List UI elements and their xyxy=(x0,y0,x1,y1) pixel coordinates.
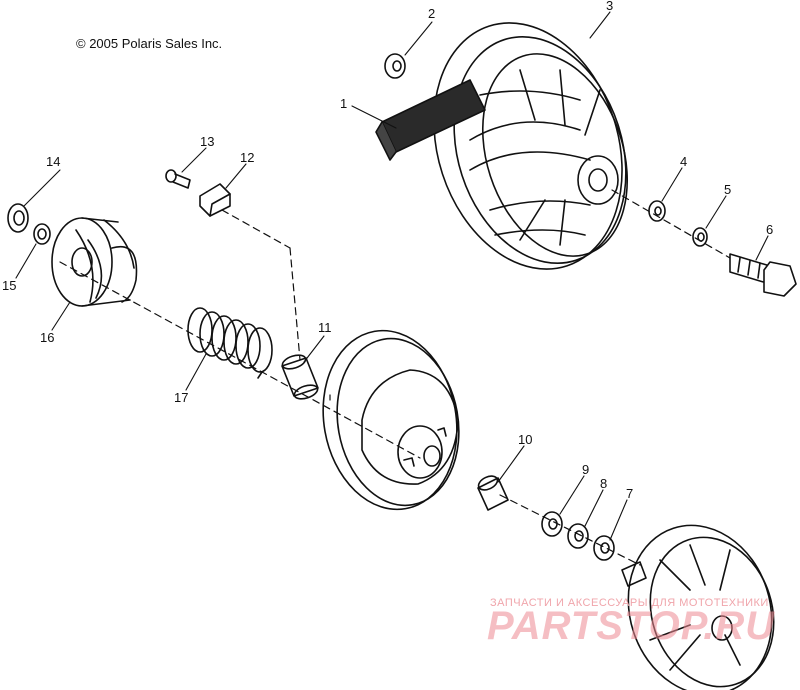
part-15-washer xyxy=(33,223,51,245)
callout-15: 15 xyxy=(2,278,16,293)
part-10-bushing xyxy=(477,475,509,511)
callout-labels: 1 2 3 4 5 6 7 8 9 10 11 12 13 14 15 16 1… xyxy=(2,0,773,501)
callout-12: 12 xyxy=(240,150,254,165)
part-12-ramp xyxy=(199,183,231,217)
callout-17: 17 xyxy=(174,390,188,405)
part-17-spring xyxy=(187,307,273,379)
part-4-washer xyxy=(648,200,666,222)
callout-11: 11 xyxy=(318,320,332,335)
callout-14: 14 xyxy=(46,154,60,169)
callout-13: 13 xyxy=(200,134,214,149)
callout-4: 4 xyxy=(680,154,687,169)
part-8-washer xyxy=(567,523,589,549)
callout-9: 9 xyxy=(582,462,589,477)
driven-sheave-center xyxy=(322,329,460,511)
callout-8: 8 xyxy=(600,476,607,491)
callout-7: 7 xyxy=(626,486,633,501)
driven-sheave-lower xyxy=(621,524,775,690)
part-11-bushing xyxy=(281,354,319,400)
part-14-retaining-ring xyxy=(7,203,29,233)
part-5-lock-washer xyxy=(692,227,708,247)
callout-1: 1 xyxy=(340,96,347,111)
callout-5: 5 xyxy=(724,182,731,197)
callout-3: 3 xyxy=(606,0,613,13)
watermark-tagline: ЗАПЧАСТИ И АКСЕССУАРЫ ДЛЯ МОТОТЕХНИКИ xyxy=(490,597,769,609)
copyright-notice: © 2005 Polaris Sales Inc. xyxy=(76,36,223,51)
callout-16: 16 xyxy=(40,330,54,345)
leader-lines xyxy=(15,11,769,541)
callout-6: 6 xyxy=(766,222,773,237)
part-7-washer xyxy=(593,535,615,561)
callout-10: 10 xyxy=(518,432,532,447)
part-13-screw xyxy=(165,169,191,189)
part-2-washer xyxy=(384,53,406,79)
callout-2: 2 xyxy=(428,6,435,21)
part-1-belt xyxy=(375,79,486,161)
part-3-sheave xyxy=(433,22,629,270)
part-16-helix xyxy=(51,217,138,307)
part-6-bolt xyxy=(729,253,797,297)
part-9-washer xyxy=(541,511,563,537)
